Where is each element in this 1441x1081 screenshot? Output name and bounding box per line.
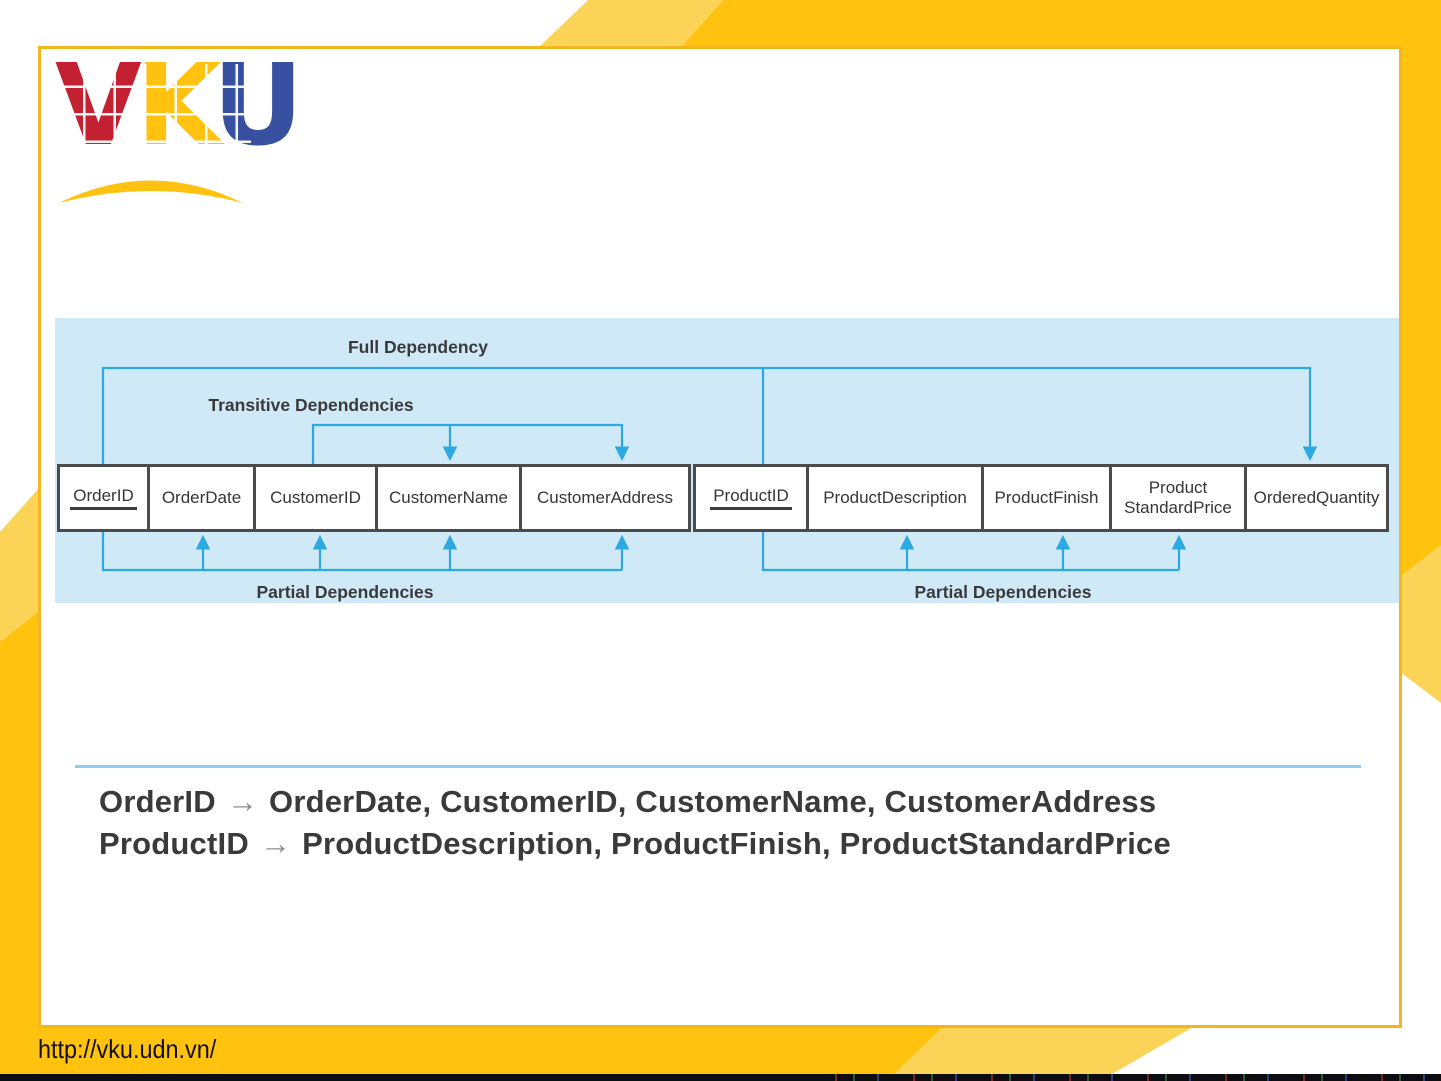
record-cell-productdescription: ProductDescription [806, 464, 984, 532]
full-dependency-label: Full Dependency [347, 337, 489, 357]
fd-rhs: ProductDescription, ProductFinish, Produ… [302, 826, 1171, 861]
record-cell-label: CustomerAddress [536, 488, 674, 508]
record-cell-label: CustomerID [270, 488, 361, 508]
record-cell-label: OrderDate [161, 488, 242, 508]
record-cell-orderdate: OrderDate [147, 464, 256, 532]
dependency-arrows [101, 366, 1318, 572]
record-attributes-row: OrderID OrderDate CustomerID CustomerName Cu… [57, 464, 1389, 532]
record-cell-customername: CustomerName [375, 464, 522, 532]
record-cell-customeraddress: CustomerAddress [519, 464, 691, 532]
partial-dependencies-right-label: Partial Dependencies [914, 582, 1092, 602]
fd-lhs: OrderID [99, 784, 216, 819]
separator-line [75, 765, 1361, 768]
record-cell-label: CustomerName [388, 488, 509, 508]
record-cell-label: ProductID [710, 486, 792, 511]
footer-url-link[interactable]: http://vku.udn.vn/ [38, 1034, 217, 1064]
record-cell-label: ProductDescription [823, 488, 967, 508]
record-cell-product-standardprice: Product StandardPrice [1109, 464, 1247, 532]
record-cell-productid: ProductID [693, 464, 809, 532]
fd-arrow: → [259, 826, 292, 861]
record-cell-label: Product StandardPrice [1124, 478, 1232, 517]
fd-notation-block: OrderID → OrderDate, CustomerID, CustomerN… [99, 781, 1171, 865]
record-cell-label: OrderedQuantity [1253, 488, 1380, 508]
partial-dependencies-left-label: Partial Dependencies [256, 582, 434, 602]
record-cell-customerid: CustomerID [253, 464, 378, 532]
fd-formula-line: OrderID → OrderDate, CustomerID, CustomerN… [99, 781, 1171, 823]
fd-formula-line: ProductID → ProductDescription, ProductFin… [99, 823, 1171, 865]
dependency-diagram-panel: Full Dependency Transitive Dependencies … [55, 318, 1399, 603]
bottom-strip [0, 1074, 1441, 1081]
record-cell-label: OrderID [70, 486, 137, 511]
fd-lhs: ProductID [99, 826, 249, 861]
record-cell-orderid: OrderID [57, 464, 150, 532]
vku-logo: VKU [55, 50, 303, 210]
vku-logo-grid-overlay [55, 64, 251, 168]
record-cell-label: ProductFinish [994, 488, 1099, 508]
record-cell-productfinish: ProductFinish [981, 464, 1112, 532]
fd-rhs: OrderDate, CustomerID, CustomerName, Cus… [269, 784, 1157, 819]
record-cell-orderedquantity: OrderedQuantity [1244, 464, 1389, 532]
fd-arrow: → [226, 784, 259, 819]
vku-logo-arc-icon [59, 180, 243, 203]
transitive-dependencies-label: Transitive Dependencies [208, 395, 414, 415]
